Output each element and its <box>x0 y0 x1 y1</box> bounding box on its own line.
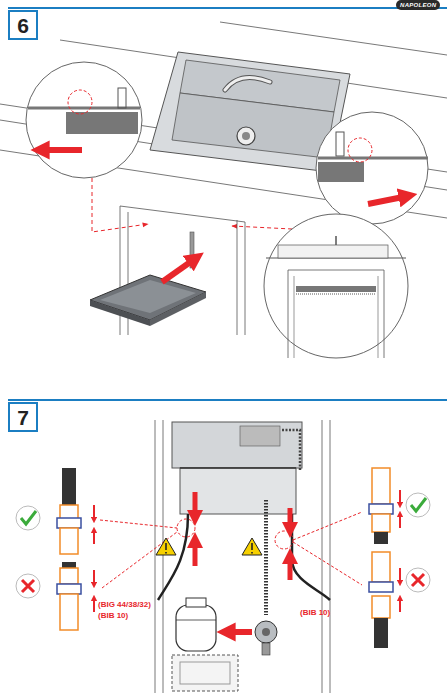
step-number: 6 <box>8 10 38 40</box>
leader-line <box>100 520 177 528</box>
warning-symbol <box>242 538 262 555</box>
direction-arrow <box>193 492 198 518</box>
direction-arrow <box>288 508 293 530</box>
regulator <box>255 621 277 655</box>
detail-circle <box>26 62 142 178</box>
brand-logo: NAPOLEON <box>396 0 440 10</box>
warning-symbol <box>156 538 176 555</box>
cabinet-interior <box>155 420 330 693</box>
detail-circle <box>316 112 428 224</box>
direction-arrow <box>162 258 196 282</box>
model-note: (BIG 44/38/32) <box>98 601 151 609</box>
correct-mark <box>16 506 40 530</box>
leader-line <box>293 512 362 540</box>
model-note: (BIB 10) <box>98 612 128 620</box>
step-label: 7 <box>17 407 29 428</box>
detail-circle <box>264 214 408 358</box>
correct-mark <box>406 493 430 517</box>
model-note: (BIB 10) <box>300 609 330 617</box>
leader-line <box>102 532 177 588</box>
direction-arrow <box>193 540 198 566</box>
detail-ring <box>177 519 195 537</box>
drip-tray <box>90 275 206 326</box>
step-number: 7 <box>8 402 38 432</box>
gas-hose <box>292 514 330 600</box>
direction-arrow <box>288 556 293 580</box>
connector-detail <box>57 468 94 630</box>
incorrect-mark <box>406 568 430 592</box>
leader-line <box>293 542 362 585</box>
connector-detail <box>369 468 400 648</box>
flex-hose <box>264 500 268 615</box>
burner-unit <box>172 422 302 514</box>
panel-rule <box>8 399 447 401</box>
detail-ring <box>275 531 293 549</box>
panel-rule <box>8 7 447 9</box>
propane-tank <box>172 598 238 691</box>
incorrect-mark <box>16 574 40 598</box>
step-label: 6 <box>17 15 29 36</box>
direction-arrow <box>226 629 252 635</box>
